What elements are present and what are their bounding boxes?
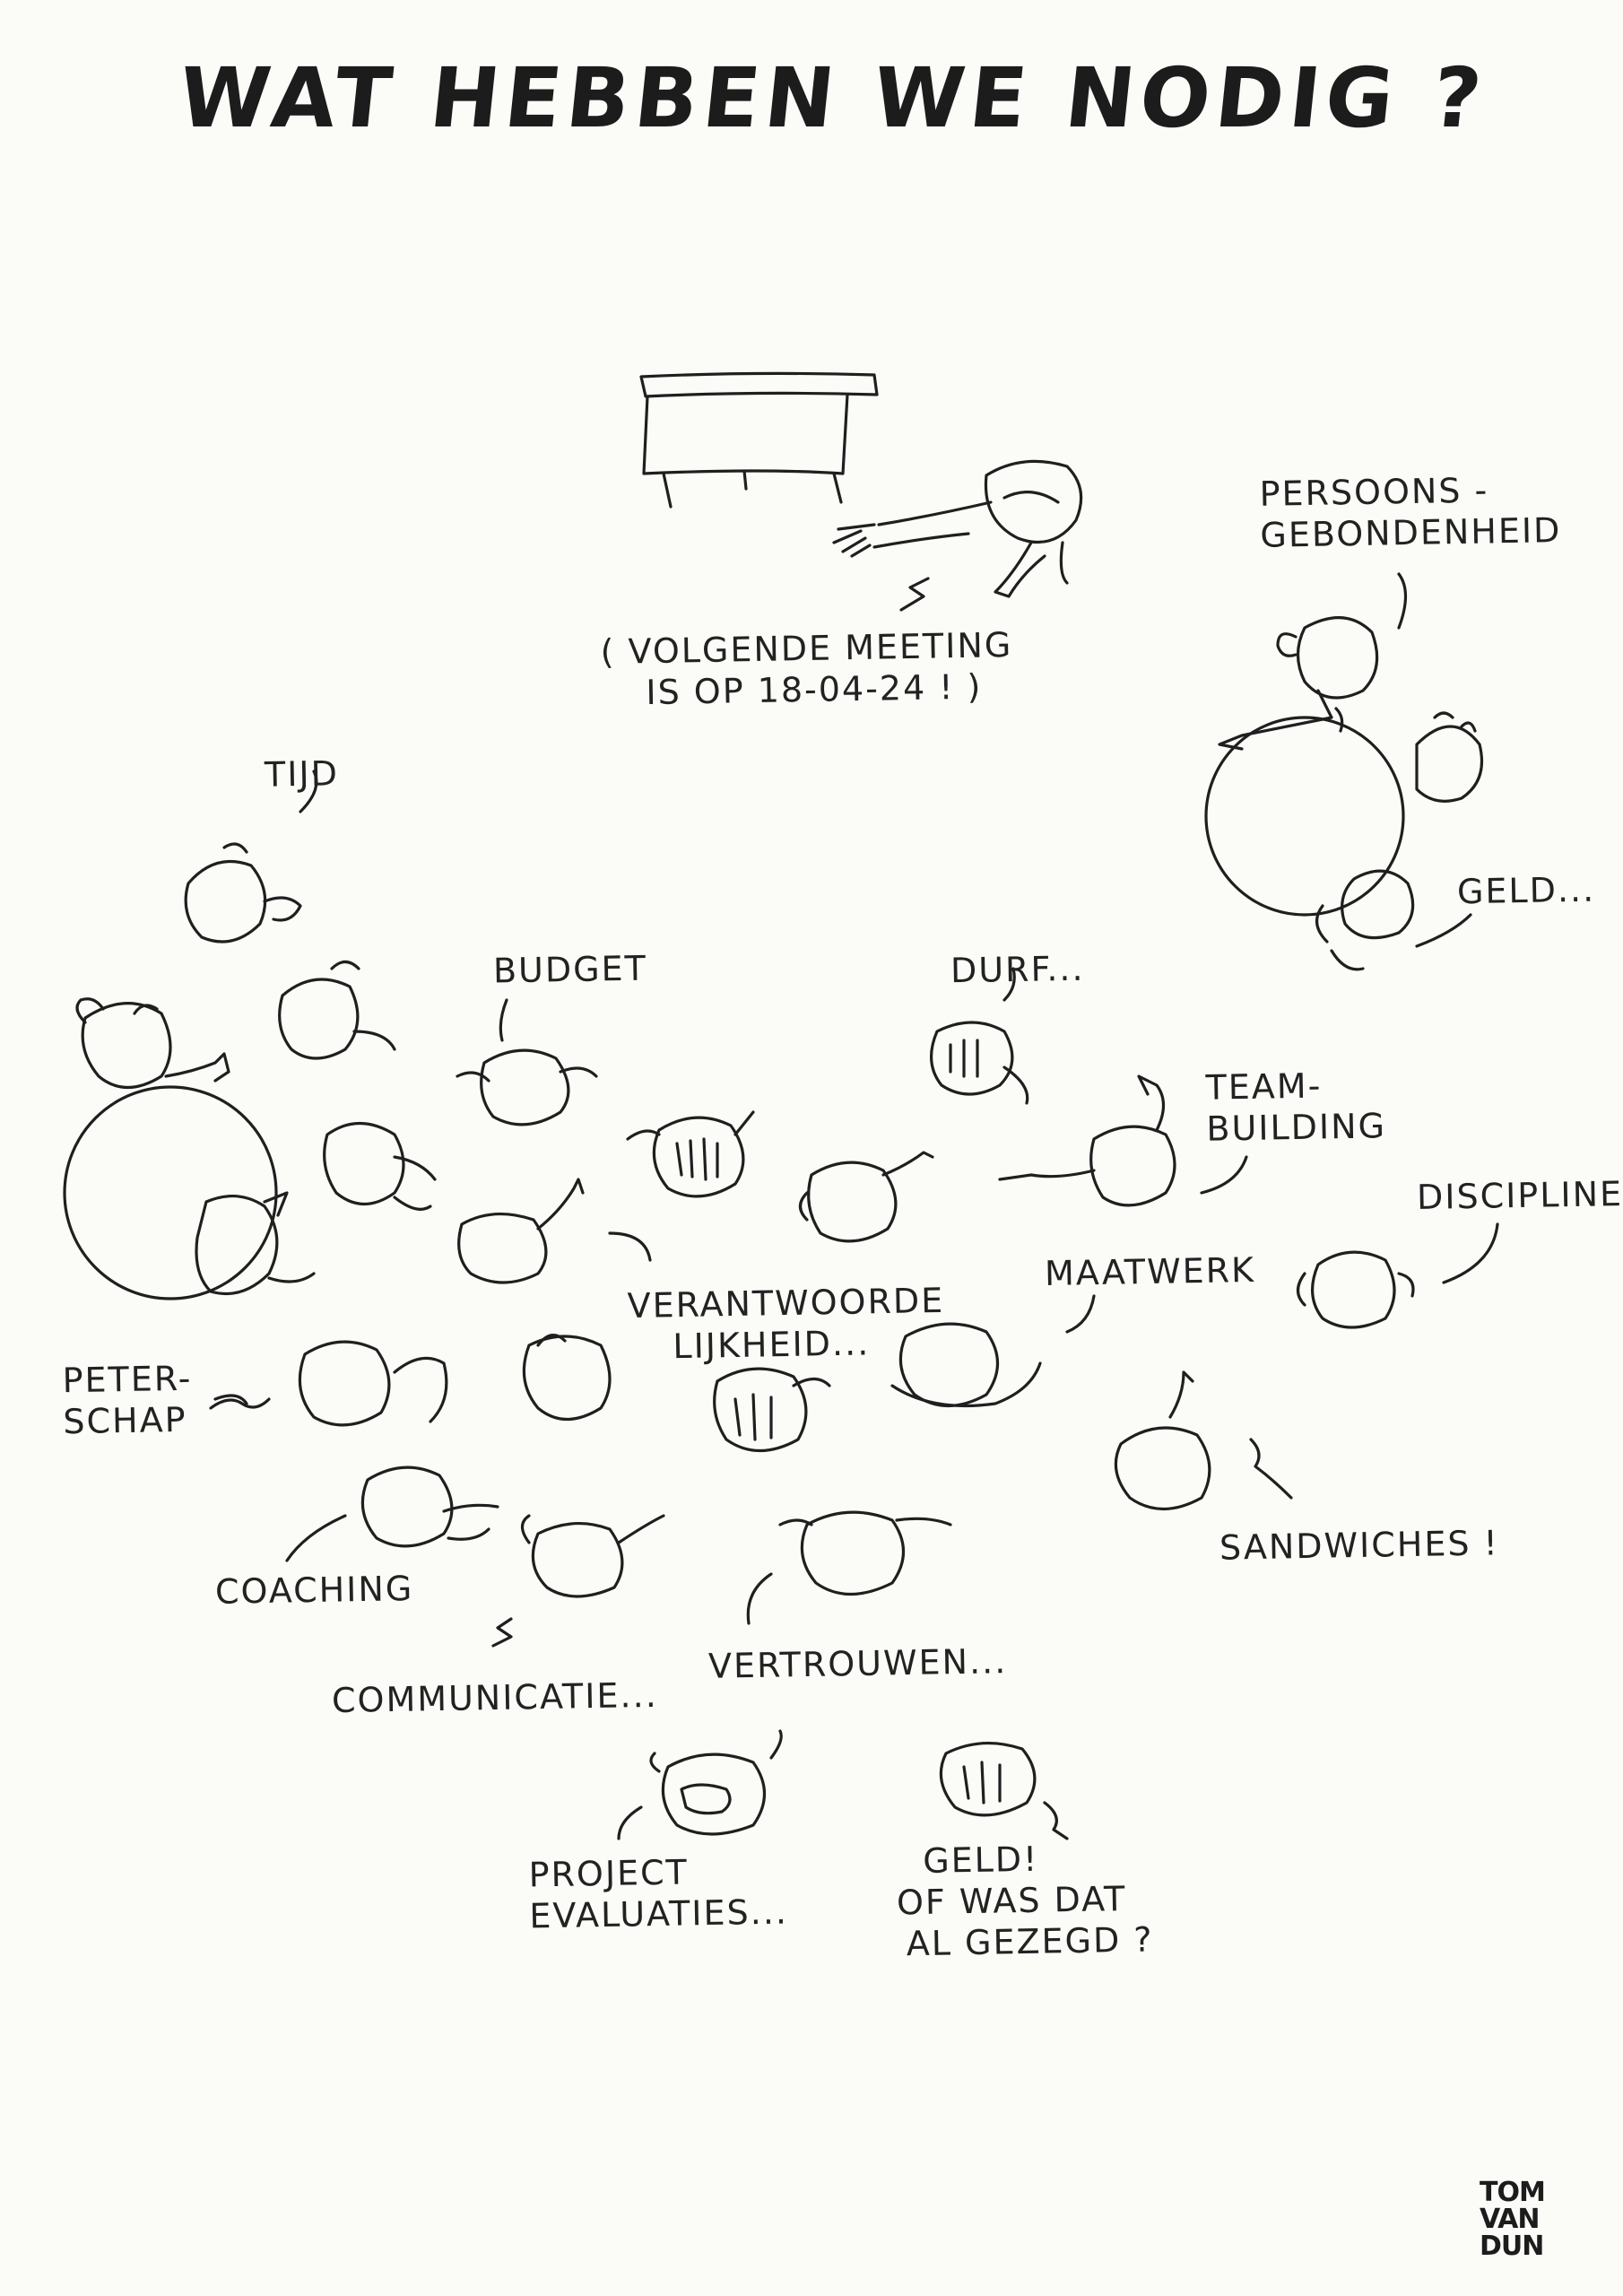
label-vertrouwen: VERTROUWEN... [707, 1641, 1008, 1686]
label-team-line2: BUILDING [1206, 1106, 1387, 1149]
ball-person-right [1204, 572, 1484, 971]
label-verant-line1: VERANTWOORDE [627, 1280, 945, 1326]
label-teambuilding: TEAM- BUILDING [1205, 1064, 1386, 1149]
label-tijd: TIJD [264, 753, 340, 795]
label-geld-line2: OF WAS DAT [896, 1879, 1127, 1923]
label-persoons-line2: GEBONDENHEID [1260, 510, 1562, 555]
presenter-drawing [832, 459, 1083, 612]
label-meeting-line1: ( VOLGENDE MEETING [600, 624, 1013, 673]
label-project-evaluaties: PROJECT EVALUATIES... [528, 1849, 788, 1936]
label-persoonsgebondenheid: PERSOONS - GEBONDENHEID [1259, 468, 1562, 556]
label-meeting: ( VOLGENDE MEETING IS OP 18-04-24 ! ) [600, 624, 1013, 714]
flipchart-drawing [639, 371, 879, 509]
label-geld-line1: GELD! [922, 1839, 1039, 1881]
label-geld-bottom: GELD! OF WAS DAT AL GEZEGD ? [896, 1837, 1154, 1965]
label-discipline: DISCIPLINE [1416, 1173, 1623, 1218]
label-geld-line3: AL GEZEGD ? [906, 1919, 1154, 1964]
artist-signature: TOM VAN DUN [1480, 2179, 1587, 2260]
label-peter-line1: PETER- [62, 1358, 193, 1401]
label-peter-line2: SCHAP [63, 1399, 187, 1442]
peterschap-pointer [209, 1397, 271, 1410]
group-figures [184, 770, 1499, 1840]
label-team-line1: TEAM- [1205, 1065, 1323, 1108]
label-communicatie: COMMUNICATIE... [331, 1674, 659, 1721]
label-budget: BUDGET [492, 948, 648, 991]
label-maatwerk: MAATWERK [1044, 1249, 1256, 1294]
label-meeting-line2: IS OP 18-04-24 ! ) [646, 666, 983, 713]
label-project-line2: EVALUATIES... [529, 1892, 789, 1936]
label-verantwoordelijkheid: VERANTWOORDE LIJKHEID... [627, 1280, 945, 1368]
label-durf: DURF... [950, 948, 1085, 991]
signature-line3: DUN [1480, 2231, 1544, 2262]
label-persoons-line1: PERSOONS - [1259, 470, 1489, 514]
signature-line2: VAN [1480, 2204, 1541, 2235]
signature-line1: TOM [1480, 2177, 1546, 2208]
label-coaching: COACHING [214, 1569, 414, 1612]
ball-person-left [63, 997, 316, 1300]
label-geld-right: GELD... [1456, 869, 1596, 912]
label-project-line1: PROJECT [528, 1852, 690, 1895]
label-verant-line2: LIJKHEID... [673, 1323, 871, 1367]
label-peterschap: PETER- SCHAP [62, 1358, 193, 1443]
label-sandwiches: SANDWICHES ! [1219, 1523, 1500, 1568]
